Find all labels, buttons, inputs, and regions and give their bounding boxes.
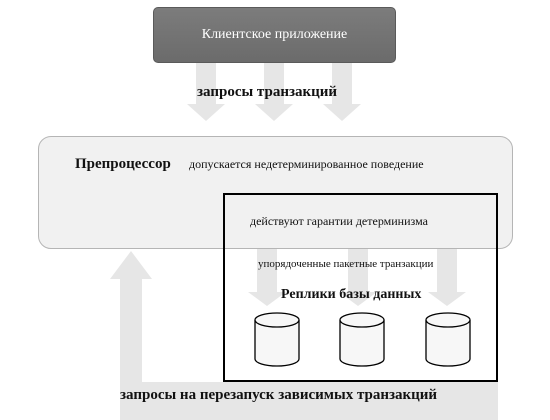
restart-bar [120, 382, 498, 420]
database-icon-2 [339, 312, 385, 367]
determinism-guarantee-box [223, 193, 498, 382]
database-icon-1 [254, 312, 300, 367]
request-arrow-2 [255, 63, 293, 121]
ordered-batches-label: упорядоченные пакетные транзакции [258, 258, 434, 270]
replicas-label: Реплики базы данных [281, 287, 422, 302]
restart-requests-label: запросы на перезапуск зависимых транзакц… [120, 387, 438, 403]
batch-arrow-2 [339, 249, 377, 306]
client-application-label: Клиентское приложение [201, 27, 348, 42]
transaction-requests-label: запросы транзакций [197, 84, 338, 100]
batch-arrow-3 [428, 249, 466, 306]
database-icon-3 [425, 312, 471, 367]
request-arrow-3 [323, 63, 361, 121]
determinism-guarantees-label: действуют гарантии детерминизма [250, 214, 428, 228]
batch-arrow-1 [248, 249, 286, 306]
restart-arrow [110, 251, 152, 420]
client-application-box: Клиентское приложение [153, 7, 396, 63]
preprocessor-box [38, 136, 513, 249]
nondeterministic-label: допускается недетерминированное поведени… [189, 157, 424, 171]
preprocessor-label: Препроцессор [75, 156, 171, 172]
request-arrow-1 [187, 63, 225, 121]
